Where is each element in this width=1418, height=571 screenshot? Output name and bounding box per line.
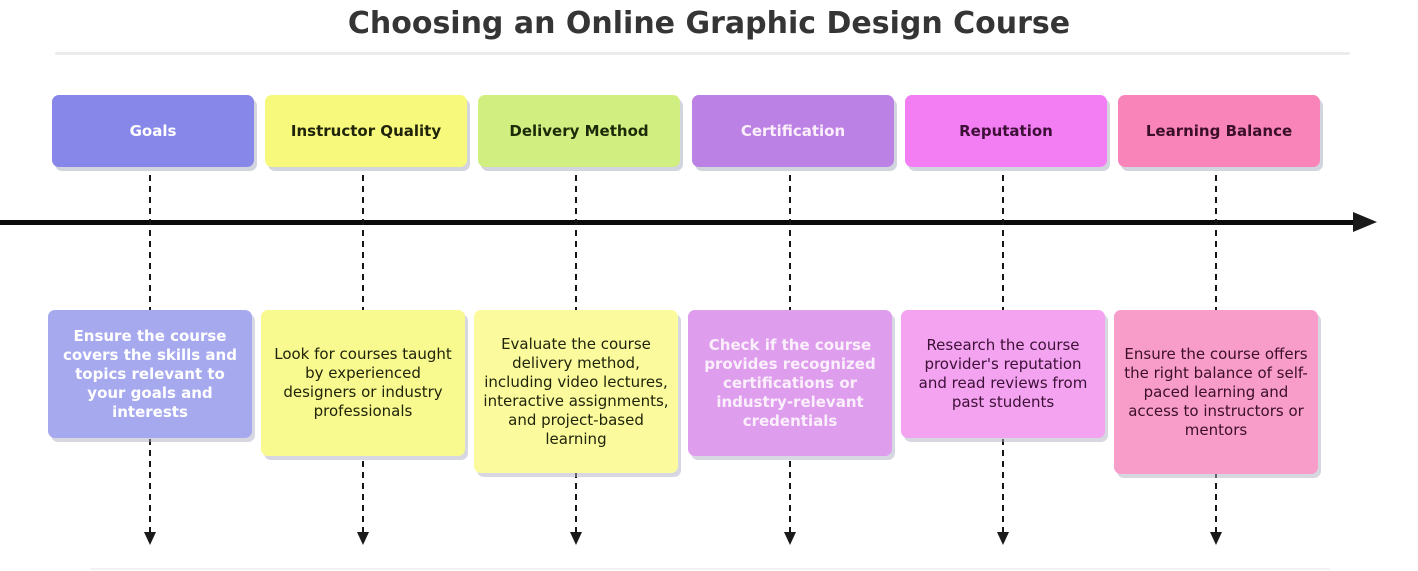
arrow-down-icon [1210, 532, 1222, 545]
stage-description-box: Look for courses taught by experienced d… [261, 310, 465, 456]
stage-description-text: Ensure the course covers the skills and … [63, 326, 237, 421]
stage-description-box: Ensure the course offers the right balan… [1114, 310, 1318, 474]
stage-label: Certification [740, 122, 846, 140]
stage-header-box: Goals [52, 95, 254, 167]
stage-description-box: Ensure the course covers the skills and … [48, 310, 252, 438]
stage-header-box: Delivery Method [478, 95, 680, 167]
stage-label: Delivery Method [509, 122, 649, 140]
bottom-divider-line [90, 568, 1330, 570]
timeline-item-reputation: Reputation Research the course provider'… [900, 0, 1107, 571]
arrow-down-icon [357, 532, 369, 545]
stage-description-text: Look for courses taught by experienced d… [274, 345, 452, 420]
stage-label: Reputation [959, 122, 1053, 140]
stage-header-box: Reputation [905, 95, 1107, 167]
page-title: Choosing an Online Graphic Design Course [347, 6, 1071, 41]
timeline-item-instructor-quality: Instructor Quality Look for courses taug… [260, 0, 467, 571]
timeline-axis-line [0, 220, 1356, 225]
timeline-item-learning-balance: Learning Balance Ensure the course offer… [1113, 0, 1320, 571]
timeline-item-certification: Certification Check if the course provid… [687, 0, 894, 571]
arrow-right-icon [1353, 212, 1377, 232]
timeline-item-goals: Goals Ensure the course covers the skill… [47, 0, 254, 571]
stage-description-text: Evaluate the course delivery method, inc… [483, 334, 669, 448]
arrow-down-icon [570, 532, 582, 545]
arrow-down-icon [997, 532, 1009, 545]
timeline-item-delivery-method: Delivery Method Evaluate the course deli… [473, 0, 680, 571]
stage-label: Goals [129, 122, 177, 140]
stage-label: Learning Balance [1145, 122, 1293, 140]
stage-header-box: Learning Balance [1118, 95, 1320, 167]
stage-label: Instructor Quality [290, 122, 442, 140]
stage-description-text: Check if the course provides recognized … [704, 335, 876, 430]
arrow-down-icon [144, 532, 156, 545]
stage-description-box: Check if the course provides recognized … [688, 310, 892, 456]
stage-description-text: Research the course provider's reputatio… [918, 336, 1088, 411]
stage-description-text: Ensure the course offers the right balan… [1124, 344, 1308, 439]
arrow-down-icon [784, 532, 796, 545]
top-divider-line [55, 52, 1350, 55]
stage-header-box: Instructor Quality [265, 95, 467, 167]
stage-description-box: Research the course provider's reputatio… [901, 310, 1105, 438]
stage-header-box: Certification [692, 95, 894, 167]
stage-description-box: Evaluate the course delivery method, inc… [474, 310, 678, 473]
